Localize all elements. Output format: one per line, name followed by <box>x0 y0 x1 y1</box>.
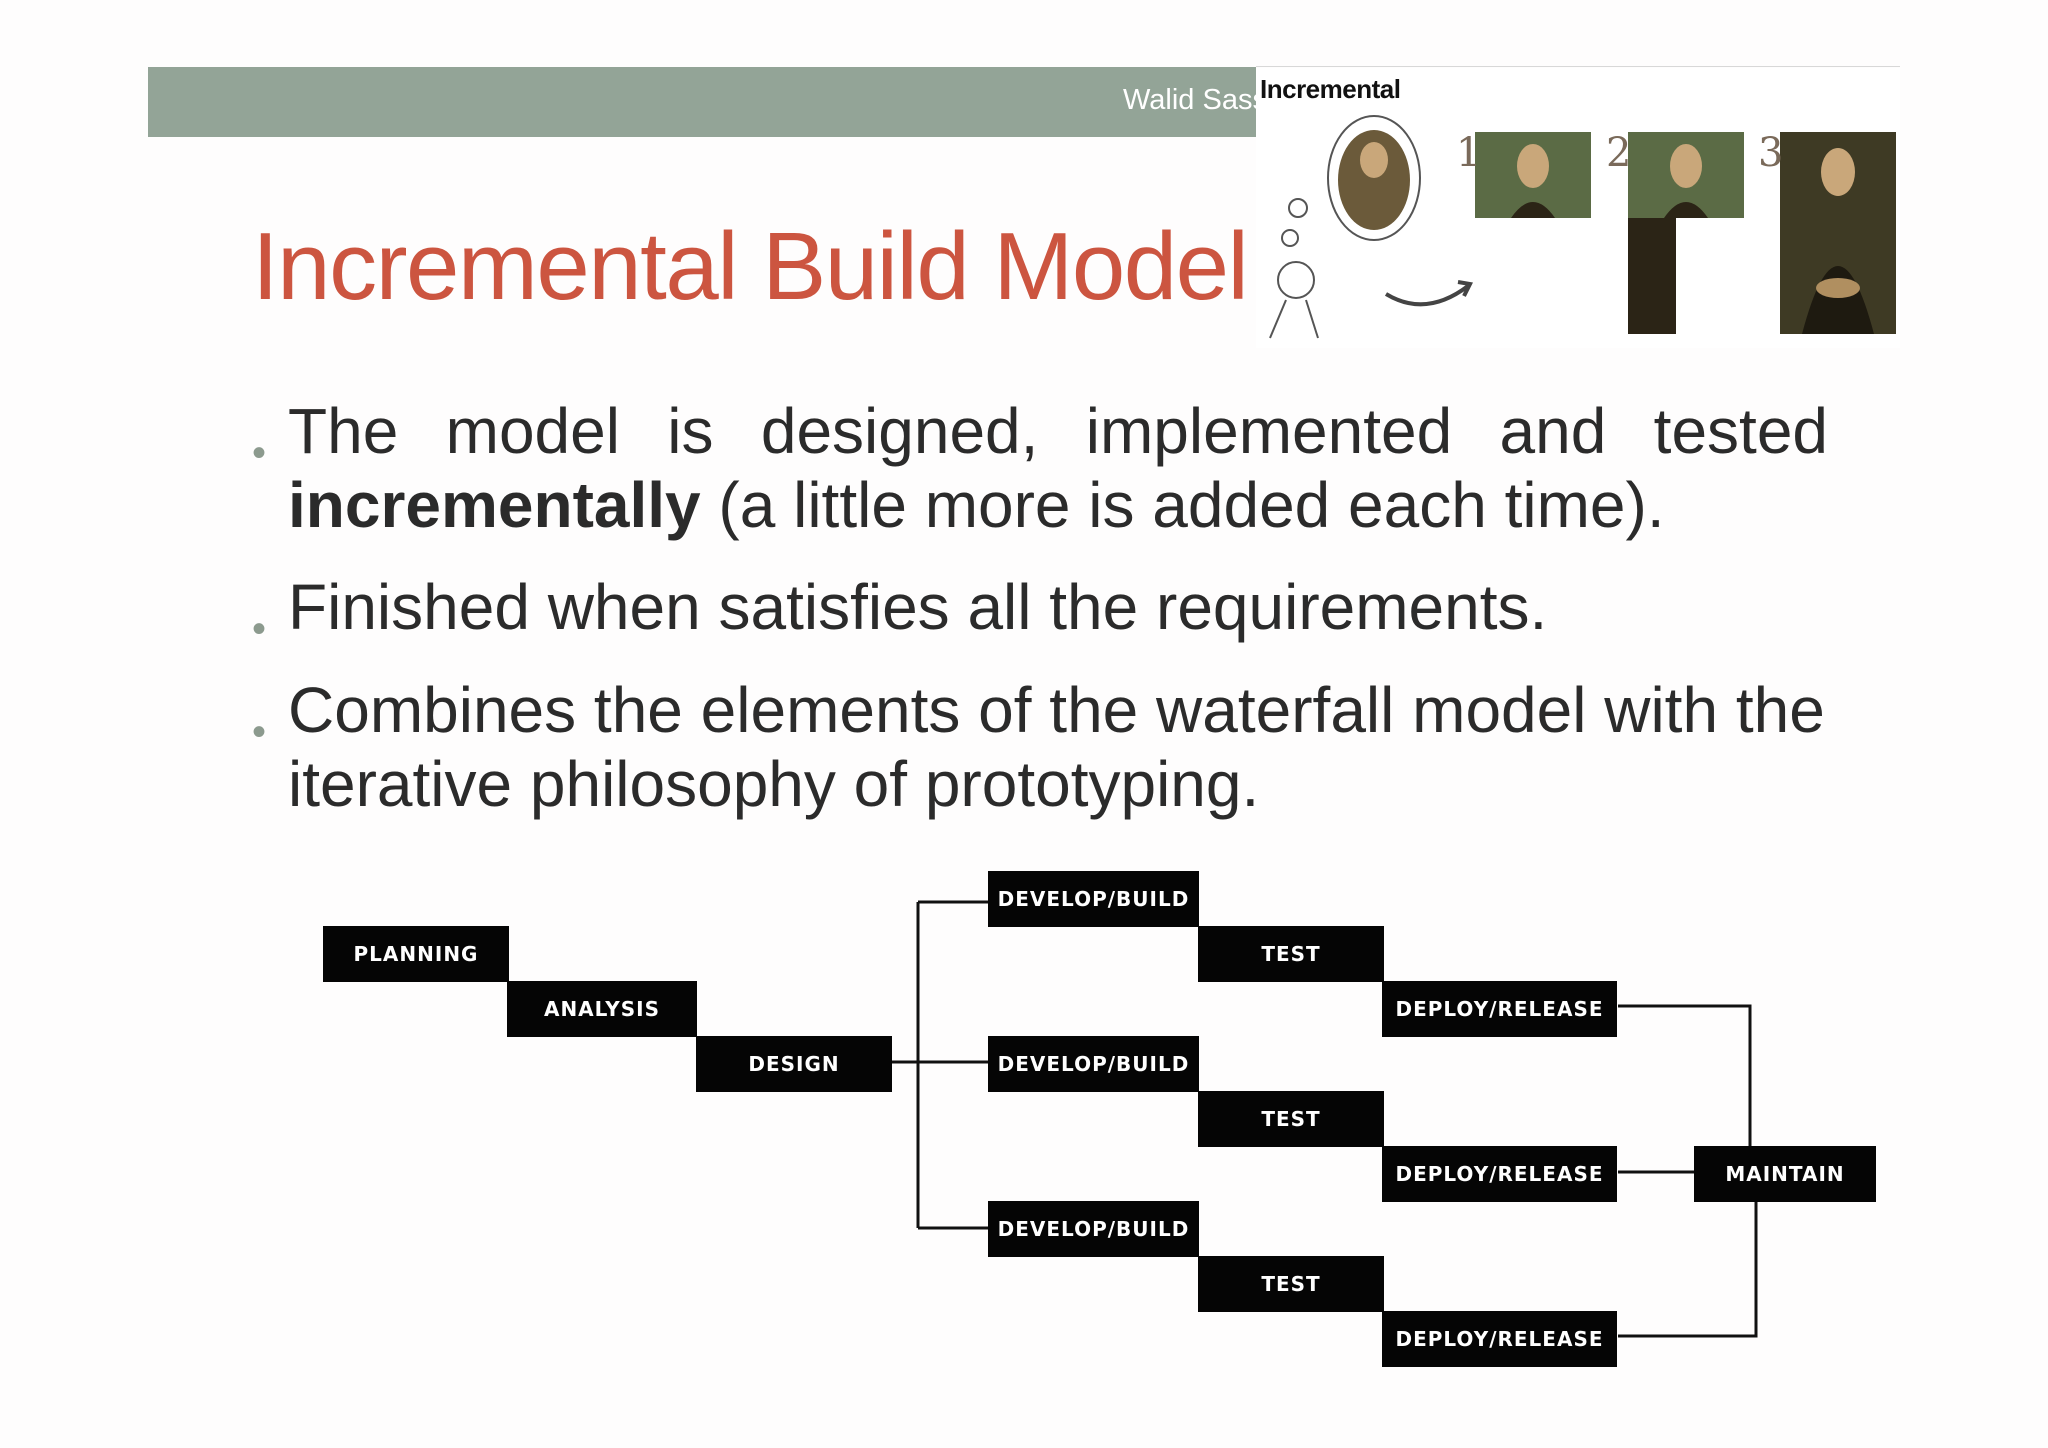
bullet-text: Finished when satisfies all the requirem… <box>288 571 1548 643</box>
test-node-2: TEST <box>1198 1091 1384 1147</box>
bullet-dot: • <box>252 607 267 651</box>
bullet-dot: • <box>252 431 267 475</box>
maintain-node: MAINTAIN <box>1694 1146 1876 1202</box>
step-number-3: 3 <box>1758 130 1784 176</box>
bullet-dot: • <box>252 710 267 754</box>
develop-build-node-1: DEVELOP/BUILD <box>988 871 1199 927</box>
planning-node: PLANNING <box>323 926 509 982</box>
slide-title: Incremental Build Model <box>252 213 1249 320</box>
develop-build-node-3: DEVELOP/BUILD <box>988 1201 1199 1257</box>
step-number-1: 1 <box>1456 130 1482 176</box>
test-node-1: TEST <box>1198 926 1384 982</box>
header-bar <box>148 67 1256 137</box>
develop-build-node-2: DEVELOP/BUILD <box>988 1036 1199 1092</box>
bullet-text-bold: incrementally <box>288 469 701 541</box>
design-node: DESIGN <box>696 1036 892 1092</box>
header-author: Walid Sass <box>1123 84 1267 116</box>
bullet-text: The model is designed, implemented and t… <box>288 394 1828 542</box>
bullet-text: Combines the elements of the waterfall m… <box>288 674 1825 820</box>
bullet-text-post: (a little more is added each time). <box>700 469 1665 541</box>
deploy-release-node-3: DEPLOY/RELEASE <box>1382 1311 1617 1367</box>
bullet-text-pre: The model is designed, implemented and t… <box>288 395 1828 467</box>
header-divider <box>1256 66 1900 67</box>
deploy-release-node-2: DEPLOY/RELEASE <box>1382 1146 1617 1202</box>
illustration-caption: Incremental <box>1260 74 1401 104</box>
mona-lisa-drawing <box>1269 115 1896 339</box>
test-node-3: TEST <box>1198 1256 1384 1312</box>
incremental-illustration: Incremental <box>1256 68 1900 348</box>
analysis-node: ANALYSIS <box>507 981 697 1037</box>
step-number-2: 2 <box>1606 130 1632 176</box>
deploy-release-node-1: DEPLOY/RELEASE <box>1382 981 1617 1037</box>
